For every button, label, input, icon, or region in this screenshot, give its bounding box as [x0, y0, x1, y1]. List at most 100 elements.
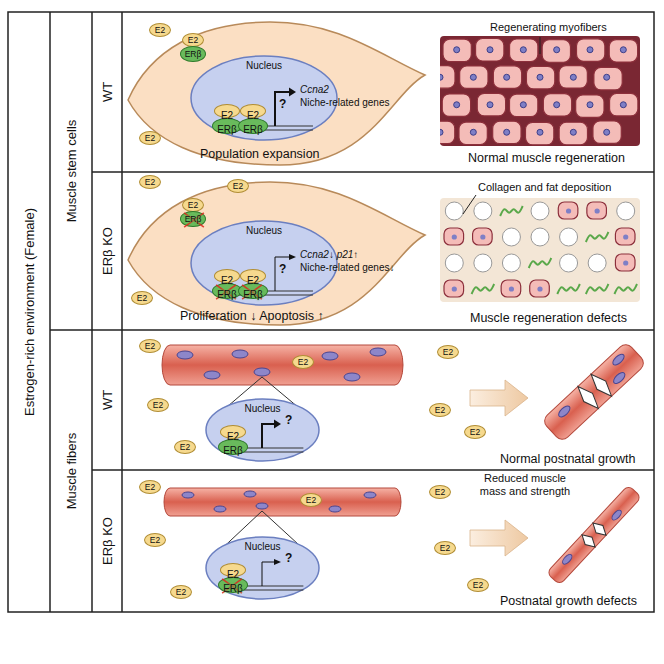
central-nucleus: [537, 74, 543, 80]
molecule-label: ERβ: [185, 49, 202, 59]
leader-line: [463, 195, 476, 214]
collagen-fiber: [529, 258, 552, 268]
central-nucleus: [509, 286, 514, 291]
central-nucleus: [537, 286, 542, 291]
estradiol-e2: E2: [139, 480, 161, 494]
central-nucleus: [537, 129, 543, 135]
row-band: WT: [92, 12, 122, 172]
nucleus-label: Nucleus: [205, 541, 320, 552]
muscle-fiber: [164, 488, 401, 516]
er-beta: ERβ: [180, 46, 206, 62]
myofiber-section: [473, 228, 493, 245]
estradiol-e2: E2: [429, 403, 451, 417]
estradiol-e2: E2: [429, 485, 451, 499]
fat-cell: [502, 254, 520, 272]
molecule-label: E2: [145, 177, 155, 187]
central-nucleus: [587, 47, 593, 53]
molecule-label: E2: [241, 110, 265, 121]
central-nucleus: [620, 47, 626, 53]
myofiber-section: [510, 39, 538, 62]
estradiol-e2: E2: [437, 345, 459, 359]
molecule-label: E2: [306, 495, 316, 505]
molecule-label: E2: [435, 405, 445, 415]
annotation-text: Population expansion: [200, 147, 320, 161]
collagen-fiber: [472, 284, 495, 294]
molecule-label: E2: [180, 442, 190, 452]
band-label: ERβ KO: [100, 227, 115, 275]
nucleus-label: Nucleus: [205, 403, 320, 414]
arrow-head: [274, 559, 281, 565]
molecule-label: E2: [221, 431, 245, 442]
transcription-arrow: [275, 257, 290, 291]
central-nucleus: [470, 74, 476, 80]
central-nucleus: [570, 129, 576, 135]
molecule-label: ERβ: [185, 214, 202, 224]
row-band: ERβ KO: [92, 470, 122, 612]
transcription-arrow: [262, 424, 275, 448]
growth-arrow: [470, 380, 528, 416]
central-nucleus: [470, 129, 476, 135]
fat-cell: [560, 254, 578, 272]
annotation-text: Reduced muscle mass and strength: [470, 472, 580, 497]
myofiber-section: [493, 66, 521, 89]
estradiol-e2: E2: [467, 578, 489, 592]
arrow-head: [274, 420, 281, 429]
molecule-label: E2: [473, 580, 483, 590]
estradiol-e2: E2: [240, 104, 266, 118]
myofiber-section: [442, 94, 470, 117]
myofiber-section: [593, 121, 621, 144]
myofiber-section: [530, 280, 550, 297]
transcription-arrow: [262, 562, 275, 586]
molecule-label: E2: [150, 535, 160, 545]
damaged-tissue: [440, 198, 640, 302]
molecule-label: ERβ: [213, 124, 241, 135]
estradiol-e2: E2: [139, 175, 161, 189]
estradiol-e2: E2: [182, 198, 204, 212]
central-nucleus: [604, 129, 610, 135]
myonucleus: [232, 350, 248, 358]
central-nucleus: [587, 102, 593, 108]
myofiber-section: [609, 40, 637, 63]
molecule-label: ERβ: [219, 445, 247, 456]
central-nucleus: [595, 208, 600, 213]
molecule-label: E2: [153, 400, 163, 410]
annotation-text: Niche-related genes: [300, 97, 390, 109]
er-beta-knockout: ERβ: [180, 211, 206, 227]
collagen-fiber: [614, 284, 637, 294]
molecule-label: E2: [233, 181, 243, 191]
central-nucleus: [570, 74, 576, 80]
annotation-text: Postnatal growth defects: [500, 594, 637, 608]
row-band: Muscle fibers: [50, 330, 92, 612]
unknown-mark: ?: [285, 414, 292, 428]
estradiol-e2: E2: [147, 398, 169, 412]
central-nucleus: [504, 74, 510, 80]
central-nucleus: [487, 102, 493, 108]
molecule-label: E2: [188, 35, 198, 45]
leader-line: [540, 37, 541, 54]
grown-fiber: [541, 341, 646, 442]
fat-cell: [588, 254, 606, 272]
estradiol-e2: E2: [464, 425, 486, 439]
myofiber-section: [493, 121, 521, 143]
myonucleus: [364, 492, 376, 498]
myofiber-section: [476, 38, 504, 61]
central-nucleus: [520, 47, 526, 53]
muscle-fiber: [162, 345, 403, 385]
molecule-label: E2: [435, 487, 445, 497]
molecule-label: E2: [188, 200, 198, 210]
myofiber-section: [526, 66, 554, 89]
estradiol-e2: E2: [300, 493, 322, 507]
myofiber-section: [587, 202, 607, 219]
estradiol-e2: E2: [170, 585, 192, 599]
nucleus: NucleusERβ E2: [205, 398, 320, 462]
molecule-label: E2: [145, 133, 155, 143]
growth-arrow: [470, 520, 528, 556]
transcription-arrow: [275, 92, 290, 126]
molecule-label: E2: [440, 543, 450, 553]
unknown-mark: ?: [279, 98, 286, 112]
myofiber-section: [577, 39, 605, 62]
unknown-mark: ?: [285, 552, 292, 566]
stem-cell-body: [128, 182, 425, 325]
myofiber-section: [477, 93, 505, 116]
